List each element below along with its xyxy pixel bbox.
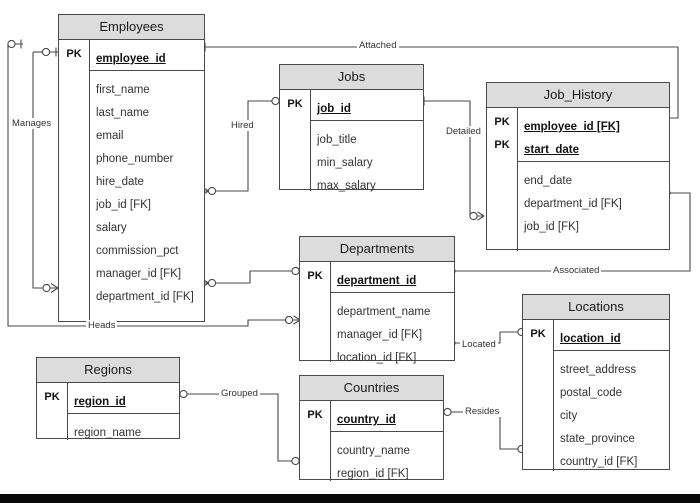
pk-badge: PK: [66, 48, 82, 60]
field-country-id[interactable]: country_id: [330, 409, 443, 432]
field-street-address[interactable]: street_address: [560, 364, 637, 376]
relationship-label-grouped: Grouped: [219, 388, 260, 399]
wire-attached: [205, 46, 679, 119]
field-location-id-fk[interactable]: location_id [FK]: [337, 352, 417, 364]
entity-regions[interactable]: Regions PK region_id region_name: [36, 357, 180, 440]
pk-badge: PK: [530, 328, 546, 340]
field-phone-number[interactable]: phone_number: [96, 153, 174, 165]
field-min-salary[interactable]: min_salary: [317, 157, 373, 169]
relationship-label-hired: Hired: [229, 120, 256, 131]
field-max-salary[interactable]: max_salary: [317, 180, 376, 192]
pk-badge: PK: [494, 116, 510, 128]
field-city[interactable]: city: [560, 410, 578, 422]
field-hire-date[interactable]: hire_date: [96, 176, 144, 188]
field-region-name[interactable]: region_name: [74, 427, 142, 439]
field-start-date[interactable]: start_date: [517, 139, 669, 162]
field-email[interactable]: email: [96, 130, 124, 142]
entity-countries[interactable]: Countries PK country_id country_name reg…: [299, 375, 444, 481]
wire-resides: [444, 411, 518, 450]
relationship-label-associated: Associated: [551, 265, 602, 276]
wire-emp-dept: [216, 270, 292, 284]
field-state-province[interactable]: state_province: [560, 433, 635, 445]
field-commission-pct[interactable]: commission_pct: [96, 245, 179, 257]
field-department-name[interactable]: department_name: [337, 306, 431, 318]
field-manager-id[interactable]: manager_id [FK]: [96, 268, 182, 280]
entity-title-employees: Employees: [59, 15, 204, 40]
entity-employees[interactable]: Employees PK employee_id first_name last…: [58, 14, 205, 323]
field-region-id[interactable]: region_id: [67, 391, 179, 414]
relationship-label-located: Located: [460, 339, 498, 350]
field-end-date[interactable]: end_date: [524, 175, 572, 187]
field-department-id[interactable]: department_id [FK]: [96, 291, 194, 303]
field-salary[interactable]: salary: [96, 222, 127, 234]
entity-departments[interactable]: Departments PK department_id department_…: [299, 236, 455, 364]
entity-job-history[interactable]: Job_History PK PK employee_id [FK] start…: [486, 82, 670, 251]
relationship-label-attached: Attached: [357, 40, 399, 51]
field-job-id[interactable]: job_id: [310, 98, 423, 121]
entity-title-locations: Locations: [523, 295, 669, 320]
field-last-name[interactable]: last_name: [96, 107, 150, 119]
pk-column: [300, 401, 331, 481]
pk-badge: PK: [307, 270, 323, 282]
crow-manages-one: [49, 47, 58, 57]
relationship-label-resides: Resides: [463, 406, 502, 417]
field-job-id[interactable]: job_id [FK]: [96, 199, 151, 211]
pk-column: [487, 108, 518, 251]
field-postal-code[interactable]: postal_code: [560, 387, 623, 399]
pk-badge: PK: [494, 139, 510, 151]
relationship-label-manages: Manages: [10, 118, 54, 129]
field-department-id-fk[interactable]: department_id [FK]: [524, 198, 622, 210]
field-job-title[interactable]: job_title: [317, 134, 357, 146]
field-job-id-fk[interactable]: job_id [FK]: [524, 221, 579, 233]
pk-column: [37, 383, 68, 440]
relationship-label-detailed: Detailed: [444, 126, 483, 137]
field-department-id[interactable]: department_id: [330, 270, 454, 293]
pk-column: [59, 40, 90, 323]
entity-jobs[interactable]: Jobs PK job_id job_title min_salary max_…: [279, 64, 424, 192]
field-first-name[interactable]: first_name: [96, 84, 150, 96]
pk-column: [300, 262, 331, 362]
entity-title-countries: Countries: [300, 376, 443, 401]
relationship-label-heads: Heads: [86, 320, 118, 331]
wire-hired: [216, 100, 279, 192]
field-country-id-fk[interactable]: country_id [FK]: [560, 456, 638, 468]
pk-badge: PK: [44, 391, 60, 403]
field-employee-id[interactable]: employee_id: [89, 48, 204, 71]
wire-heads: [7, 44, 285, 327]
pk-badge: PK: [287, 98, 303, 110]
pk-badge: PK: [307, 409, 323, 421]
entity-title-job-history: Job_History: [487, 83, 669, 108]
field-employee-id-fk[interactable]: employee_id [FK]: [524, 121, 620, 133]
wire-grouped: [180, 393, 292, 462]
field-manager-id-fk[interactable]: manager_id [FK]: [337, 329, 423, 341]
pk-column: [280, 90, 311, 191]
field-location-id[interactable]: location_id: [553, 328, 669, 351]
entity-title-regions: Regions: [37, 358, 179, 383]
entity-locations[interactable]: Locations PK location_id street_address …: [522, 294, 670, 471]
wire-detailed: [424, 100, 480, 217]
pk-column: [523, 320, 554, 471]
wire-manages: [32, 52, 50, 289]
entity-title-jobs: Jobs: [280, 65, 423, 90]
bottom-black-bar: [0, 494, 700, 503]
field-region-id-fk[interactable]: region_id [FK]: [337, 468, 409, 480]
entity-title-departments: Departments: [300, 237, 454, 262]
field-country-name[interactable]: country_name: [337, 445, 410, 457]
